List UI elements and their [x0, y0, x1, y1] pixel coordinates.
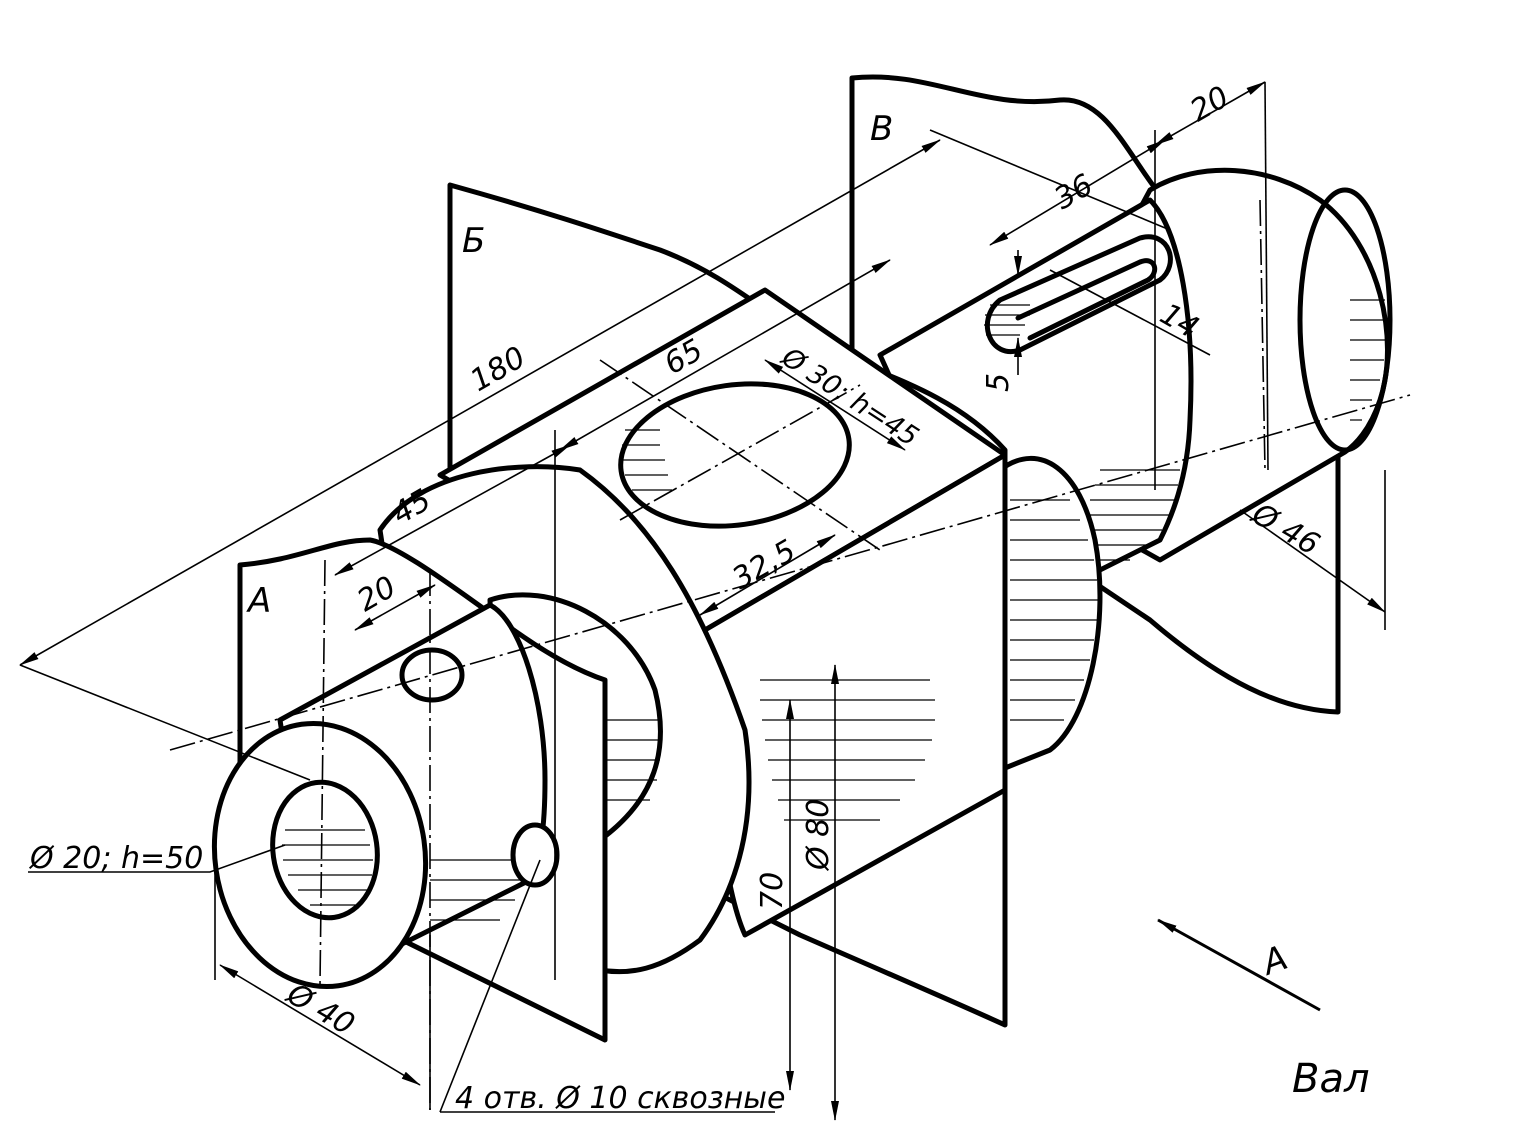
right-end-shading — [1350, 299, 1388, 421]
leader-lines — [28, 844, 775, 1113]
right-flange-shading — [1010, 499, 1098, 721]
dim-80: Ø 80 — [801, 799, 836, 872]
right-flange — [997, 456, 1103, 773]
leader-bore: Ø 20; h=50 — [28, 841, 203, 876]
plane-label-v: В — [870, 109, 893, 149]
left-flange-shading — [598, 719, 660, 801]
radial-hole-top — [399, 647, 465, 703]
plane-label-b: Б — [462, 221, 485, 261]
dimension-lines — [19, 81, 1386, 1121]
radial-hole-side — [510, 822, 560, 888]
dim-70: 70 — [755, 872, 790, 910]
dim-5: 5 — [981, 373, 1016, 392]
drawing-caption: Вал — [1292, 1056, 1370, 1102]
dim-20-right: 20 — [1185, 80, 1236, 129]
leader-holes: 4 отв. Ø 10 сквозные — [455, 1081, 785, 1116]
plane-label-a: А — [246, 581, 271, 621]
view-arrow — [1157, 918, 1321, 1012]
front-cylinder — [211, 602, 560, 990]
bore-shading — [282, 829, 373, 906]
